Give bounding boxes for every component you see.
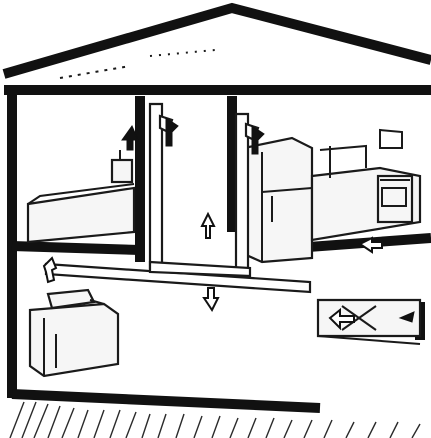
refrigerator-icon: [244, 138, 312, 262]
furnace-icon: [30, 290, 118, 376]
bathtub-icon: [28, 150, 134, 242]
roof: [4, 8, 431, 78]
stove-icon: [378, 176, 412, 222]
supply-trunk-duct: [46, 262, 310, 292]
